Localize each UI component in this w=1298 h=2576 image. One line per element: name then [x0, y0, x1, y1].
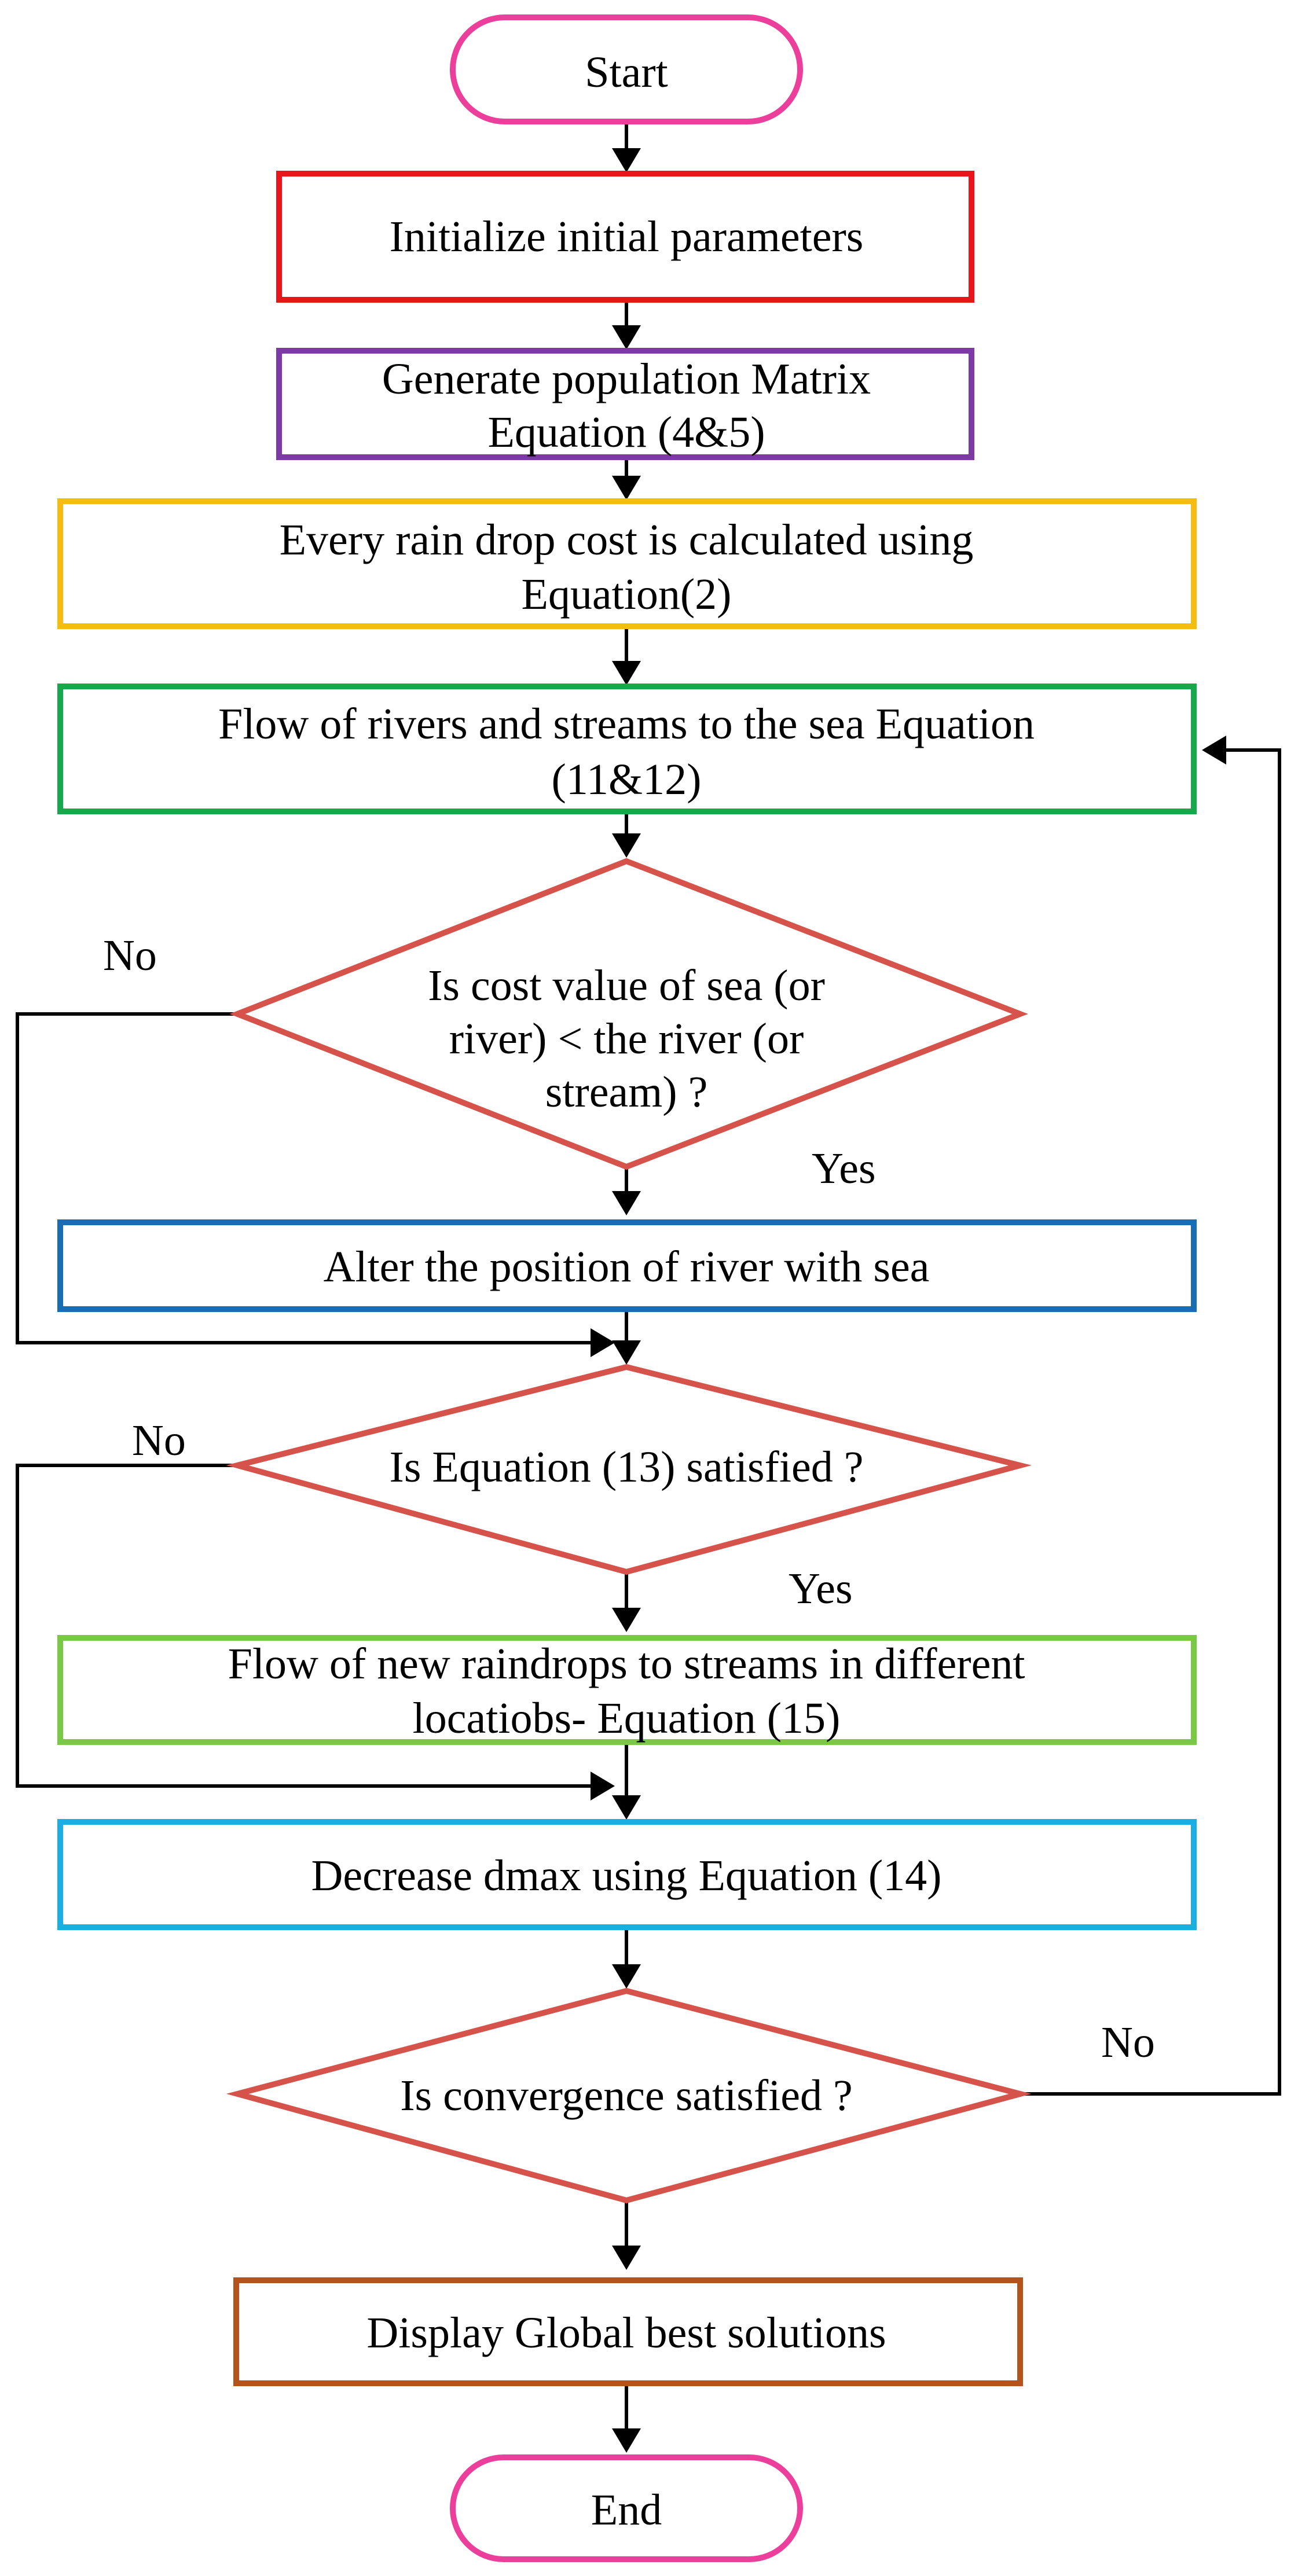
cost-compare-label-line3: stream) ? [545, 1068, 708, 1116]
arrowhead [612, 833, 641, 858]
arrowhead [591, 1328, 615, 1357]
arrowhead [612, 1795, 641, 1820]
cost-compare-no-label: No [103, 931, 157, 980]
flow-rivers-step: Flow of rivers and streams to the sea Eq… [57, 683, 1197, 814]
cost-compare-label-line2: river) < the river (or [449, 1015, 804, 1063]
decrease-box [57, 1819, 1197, 1930]
eq13-no-label: No [132, 1416, 186, 1465]
flow-rivers-label: Flow of rivers and streams to the sea Eq… [218, 700, 1035, 748]
start-label: Start [585, 48, 668, 97]
end-shape [450, 2454, 803, 2562]
initialize-step: Initialize initial parameters [276, 171, 974, 303]
connector-decision3-no [1020, 748, 1281, 2096]
start-shape [450, 14, 803, 124]
arrowhead [591, 1772, 615, 1800]
alter-label: Alter the position of river with sea [324, 1243, 930, 1291]
cost-compare-diamond [229, 858, 1028, 1170]
display-label: Display Global best solutions [366, 2309, 886, 2357]
flow-rivers-label-line2: (11&12) [552, 755, 702, 804]
new-raindrops-label-line2: locatiobs- Equation (15) [413, 1694, 841, 1743]
initialize-label: Initialize initial parameters [390, 212, 864, 261]
end-label: End [591, 2486, 662, 2534]
convergence-label: Is convergence satisfied ? [400, 2071, 853, 2120]
cost-label-line2: Equation(2) [521, 570, 731, 619]
end-terminal: End [450, 2454, 803, 2562]
population-label: Generate population Matrix [382, 355, 871, 403]
arrowhead [612, 148, 641, 172]
arrowhead [612, 1964, 641, 1989]
arrowhead [612, 2246, 641, 2270]
arrowhead [612, 2428, 641, 2453]
alter-box [57, 1219, 1197, 1312]
cost-compare-yes-label: Yes [812, 1144, 876, 1193]
arrowhead [1202, 736, 1226, 765]
connector-decision2-no [16, 1464, 591, 1788]
arrowhead [612, 325, 641, 350]
cost-label: Every rain drop cost is calculated using [280, 516, 974, 564]
eq13-diamond [226, 1364, 1032, 1575]
convergence-diamond [226, 1987, 1032, 2204]
initialize-box [276, 171, 974, 303]
eq13-yes-label: Yes [789, 1564, 853, 1613]
display-step: Display Global best solutions [233, 2277, 1023, 2386]
new-raindrops-box [57, 1635, 1197, 1745]
connector-decision1-no [16, 1012, 591, 1344]
convergence-decision: Is convergence satisfied ? No [226, 1987, 1155, 2204]
alter-step: Alter the position of river with sea [57, 1219, 1197, 1312]
display-box [233, 2277, 1023, 2386]
convergence-no-label: No [1101, 2018, 1155, 2067]
decrease-step: Decrease dmax using Equation (14) [57, 1819, 1197, 1930]
cost-step: Every rain drop cost is calculated using… [57, 498, 1197, 629]
eq13-decision: Is Equation (13) satisfied ? Yes No [132, 1364, 1032, 1613]
population-step: Generate population Matrix Equation (4&5… [276, 348, 974, 460]
cost-box [57, 498, 1197, 629]
arrowhead [612, 1608, 641, 1632]
arrowhead [612, 476, 641, 500]
new-raindrops-step: Flow of new raindrops to streams in diff… [57, 1635, 1197, 1745]
eq13-label: Is Equation (13) satisfied ? [390, 1443, 864, 1491]
cost-compare-label: Is cost value of sea (or [428, 961, 825, 1010]
arrowhead [612, 661, 641, 685]
cost-compare-decision: Is cost value of sea (or river) < the ri… [103, 858, 1028, 1193]
population-box [276, 348, 974, 460]
decrease-label: Decrease dmax using Equation (14) [311, 1851, 942, 1900]
flow-rivers-box [57, 683, 1197, 814]
connectors [16, 121, 1281, 2453]
new-raindrops-label: Flow of new raindrops to streams in diff… [228, 1640, 1025, 1688]
population-label-line2: Equation (4&5) [487, 408, 765, 457]
arrowhead [612, 1340, 641, 1365]
start-terminal: Start [450, 14, 803, 124]
arrowhead [612, 1191, 641, 1215]
